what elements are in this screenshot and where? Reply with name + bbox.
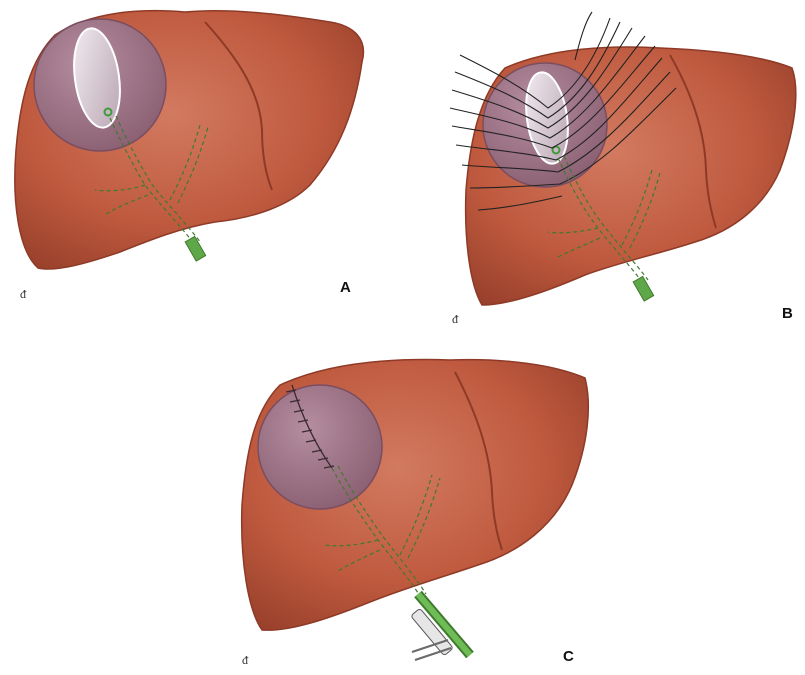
drain-tube-a <box>185 236 206 261</box>
signature-c: ᵭ <box>242 653 249 667</box>
panel-label-a: A <box>340 279 351 296</box>
signature-b: ᵭ <box>452 312 459 326</box>
panel-c: ᵭ C <box>242 360 589 667</box>
panel-label-b: B <box>782 305 793 322</box>
signature-a: ᵭ <box>20 287 27 301</box>
panel-a: ᵭ A <box>15 11 364 301</box>
cyst-c <box>258 385 382 509</box>
panel-label-c: C <box>563 648 574 665</box>
drain-tube-b <box>633 276 654 301</box>
panel-b: ᵭ B <box>450 12 796 326</box>
t-tube-drain-c <box>411 594 470 660</box>
